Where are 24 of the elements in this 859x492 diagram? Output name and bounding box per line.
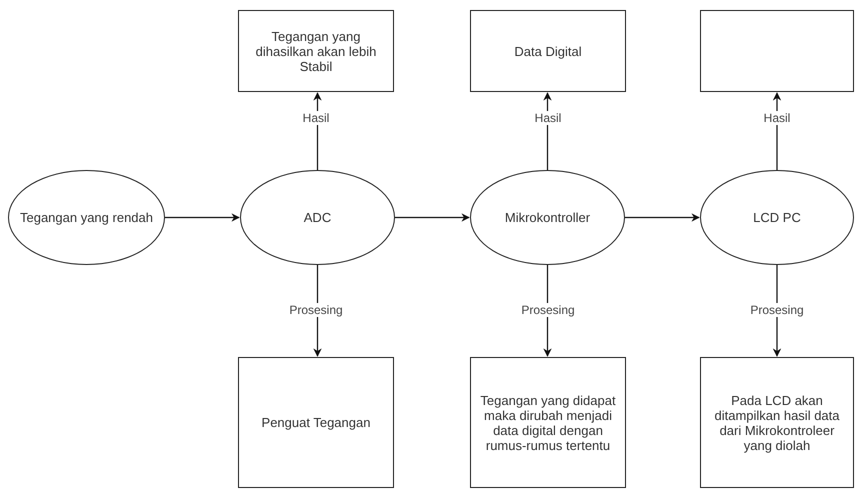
- node-text: Tegangan yang didapat maka dirubah menjadi data digital dengan rumus-rumus tertentu: [479, 392, 617, 452]
- edge-label: Hasil: [762, 111, 792, 125]
- edge-label: Prosesing: [520, 303, 576, 317]
- arrow: [165, 213, 240, 222]
- result-box: [238, 357, 394, 488]
- edge-label: Hasil: [534, 111, 562, 125]
- node-text: ADC: [304, 210, 332, 225]
- result-box: [470, 357, 626, 488]
- edge-label: Hasil: [302, 111, 330, 125]
- edge-label: Prosesing: [749, 303, 805, 317]
- node-text: LCD PC: [753, 210, 801, 225]
- result-box: [700, 10, 854, 92]
- node-text: Tegangan yang rendah: [20, 210, 153, 225]
- arrow: [395, 213, 470, 222]
- node-text: Mikrokontroller: [504, 210, 590, 225]
- node-text: Tegangan yang dihasilkan akan lebih Stabil: [254, 28, 378, 74]
- result-box: [470, 10, 626, 92]
- edge-label: Prosesing: [288, 303, 344, 317]
- node-text: Data Digital: [514, 44, 582, 58]
- arrow: [625, 213, 700, 222]
- result-box: [700, 357, 854, 488]
- node-text: Penguat Tegangan: [262, 415, 370, 430]
- result-box: [238, 10, 394, 92]
- node-text: Pada LCD akan ditampilkan hasil data dari Mikrokontroleer yang diolah: [713, 392, 841, 452]
